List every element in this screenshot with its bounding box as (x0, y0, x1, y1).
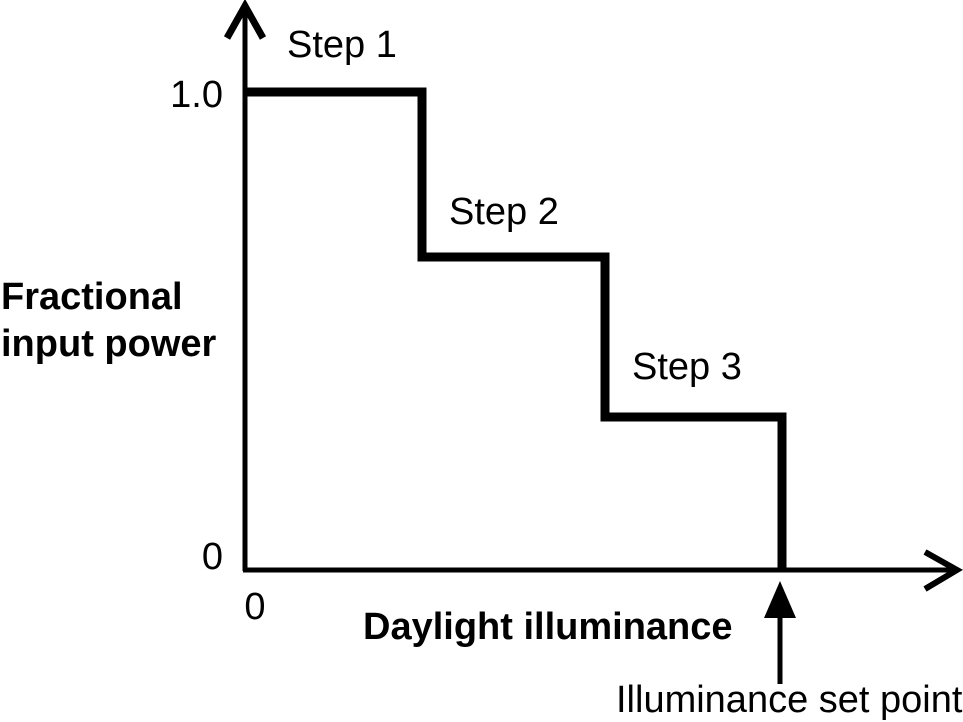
y-axis-arrow-icon (223, 0, 267, 40)
x-axis-title: Daylight illuminance (363, 606, 733, 648)
step1-label: Step 1 (287, 24, 397, 66)
setpoint-arrow-head-icon (764, 581, 796, 618)
y-axis-tick-0: 0 (201, 536, 223, 578)
y-axis-tick-1.0: 1.0 (170, 74, 223, 116)
x-axis-tick-0: 0 (244, 586, 266, 628)
x-axis-arrow-icon (923, 549, 963, 592)
setpoint-label: Illuminance set point (616, 679, 963, 721)
y-axis-title-line1: Fractional (1, 276, 183, 318)
step2-label: Step 2 (449, 191, 559, 233)
y-axis-title-line2: input power (1, 323, 217, 365)
step-curve (245, 87, 787, 570)
step3-label: Step 3 (632, 346, 742, 388)
